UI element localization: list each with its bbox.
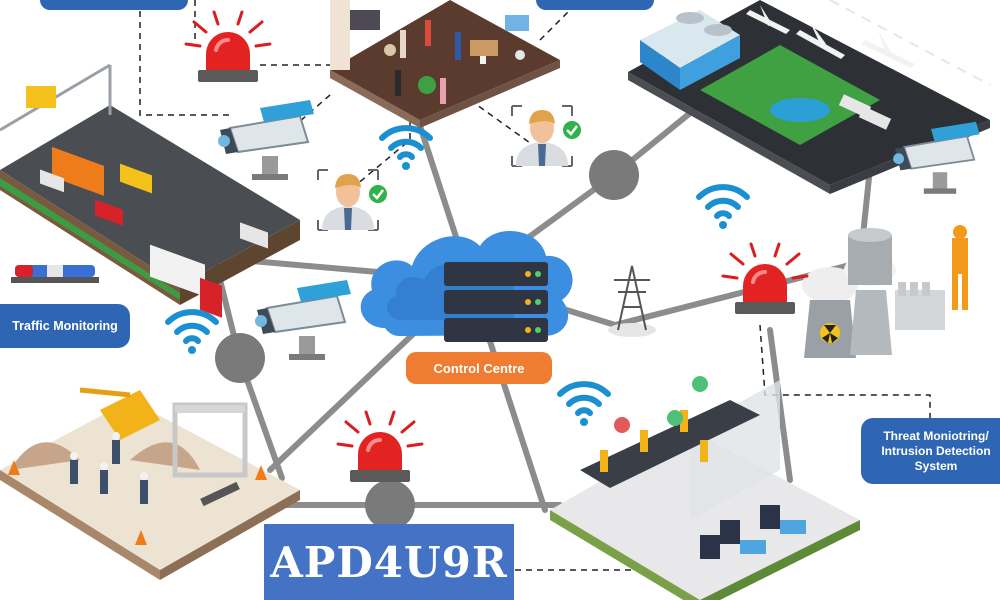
label-traffic-monitoring-text: Traffic Monitoring <box>12 319 118 333</box>
code-label-box: APD4U9R <box>264 524 514 600</box>
label-control-centre-text: Control Centre <box>433 360 525 376</box>
code-label-text: APD4U9R <box>270 537 508 587</box>
emergency-light-icon <box>11 265 99 283</box>
construction-site-illustration <box>0 387 300 580</box>
cctv-camera-icon <box>254 279 352 361</box>
smart-factory-illustration <box>550 376 860 600</box>
alarm-siren-icon <box>721 242 809 316</box>
alarm-siren-icon <box>336 410 424 484</box>
label-top-right <box>536 0 654 10</box>
label-control-centre: Control Centre <box>406 352 552 384</box>
wifi-icon <box>560 384 608 426</box>
wifi-icon <box>168 312 216 354</box>
label-threat-line-3: System <box>914 458 958 473</box>
network-nodes <box>215 150 639 530</box>
wifi-icon <box>699 187 747 229</box>
nuclear-facility-illustration <box>802 225 968 358</box>
alarm-siren-icon <box>184 10 272 84</box>
label-threat-monitoring: Threat Moniotring/ Intrusion Detection S… <box>861 418 1000 484</box>
cloud-server-icon <box>360 231 573 342</box>
label-threat-line-1: Threat Moniotring/ <box>883 428 989 443</box>
label-top-left <box>40 0 188 10</box>
transmission-tower-icon <box>608 265 656 337</box>
label-traffic-monitoring: Traffic Monitoring <box>0 304 130 348</box>
event-venue-illustration <box>330 0 560 128</box>
face-recognition-icon <box>510 104 583 168</box>
highway-illustration <box>0 63 300 318</box>
label-threat-line-2: Intrusion Detection <box>881 443 991 458</box>
wifi-icon <box>382 128 430 170</box>
face-recognition-icon <box>316 168 389 232</box>
cctv-camera-icon <box>217 99 315 181</box>
